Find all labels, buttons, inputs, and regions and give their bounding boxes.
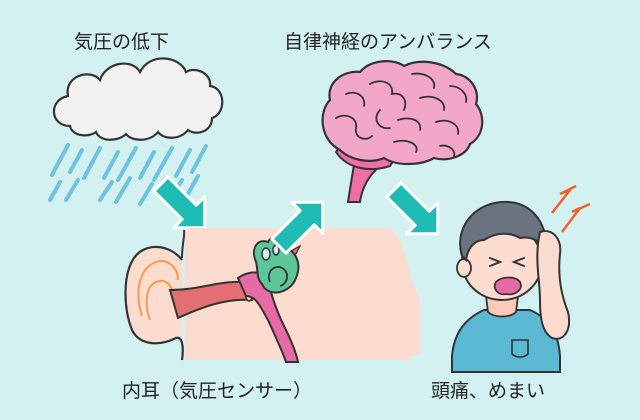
brain-icon xyxy=(321,60,484,203)
inner-ear-icon xyxy=(124,228,420,363)
label-pressure-drop: 気圧の低下 xyxy=(74,31,170,53)
flow-arrow-icon xyxy=(152,175,207,230)
flow-arrow-icon xyxy=(270,200,325,255)
rain-cloud-icon xyxy=(48,57,224,206)
label-symptoms: 頭痛、めまい xyxy=(431,380,546,402)
pain-zigzag-icon xyxy=(551,184,591,233)
headache-person-icon xyxy=(451,200,570,373)
flow-arrow-icon xyxy=(385,181,440,236)
label-inner-ear: 内耳（気圧センサー） xyxy=(122,380,313,402)
label-autonomic-imbalance: 自律神経のアンバランス xyxy=(284,31,492,53)
